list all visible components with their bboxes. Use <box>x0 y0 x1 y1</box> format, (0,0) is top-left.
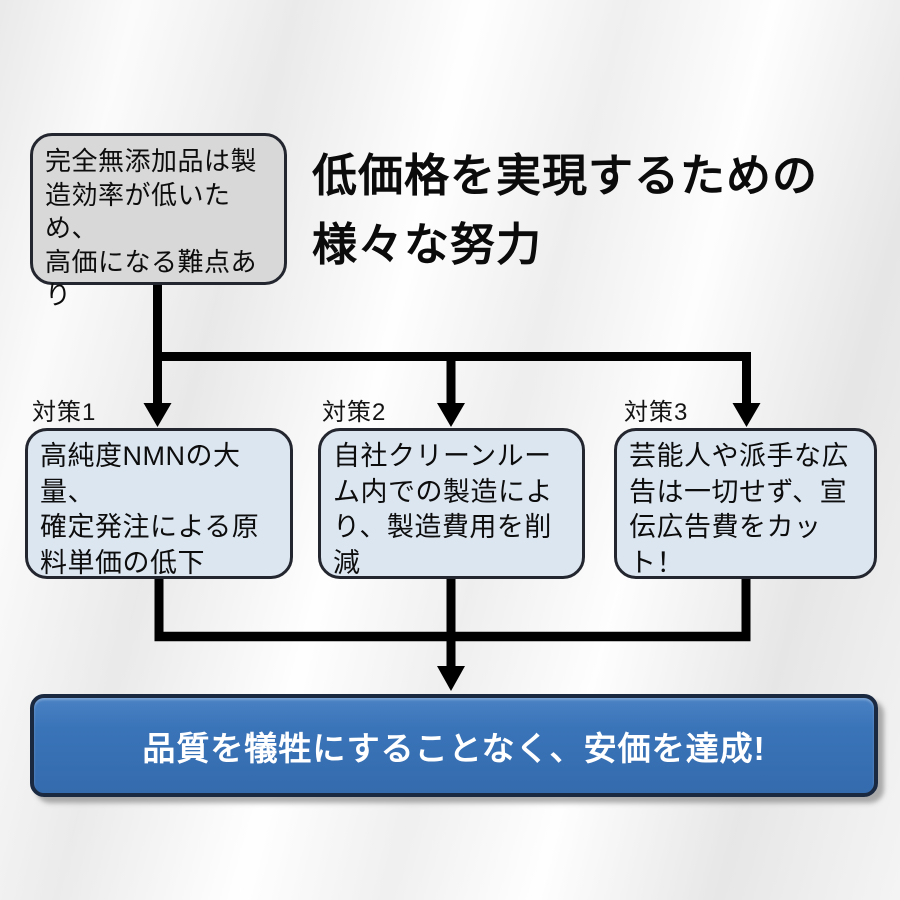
measure-line: 高純度NMNの大量、 <box>40 441 241 507</box>
premise-line: 完全無添加品は製 <box>45 146 258 176</box>
measure-line: 伝広告費をカッ <box>629 512 822 542</box>
page-title-line-2: 様々な努力 <box>312 219 543 270</box>
page-title: 低価格を実現するための 様々な努力 <box>312 141 818 279</box>
arrowhead-icon <box>437 403 465 427</box>
measure-label-1: 対策1 <box>32 399 97 426</box>
measure-box-2: 自社クリーンルー ム内での製造によ り、製造費用を削 減 <box>318 428 585 579</box>
arrowhead-icon <box>437 666 465 691</box>
measure-box-1: 高純度NMNの大量、 確定発注による原 料単価の低下 <box>25 428 293 579</box>
measure-line: 芸能人や派手な広 <box>629 441 849 471</box>
measure-line: 確定発注による原 <box>40 512 260 542</box>
measure-line: り、製造費用を削 <box>333 512 552 542</box>
result-banner-text: 品質を犠牲にすることなく、安価を達成! <box>142 729 766 767</box>
measure-label-2: 対策2 <box>322 399 387 426</box>
page-title-line-1: 低価格を実現するための <box>312 150 819 201</box>
premise-line: り <box>45 280 72 310</box>
premise-line: 造効率が低いため、 <box>45 179 231 244</box>
arrowhead-icon <box>732 403 761 427</box>
measure-line: ト！ <box>629 547 684 578</box>
arrowhead-icon <box>143 403 172 427</box>
measure-line: 減 <box>333 547 361 578</box>
measure-line: ム内での製造によ <box>333 476 553 507</box>
measure-box-3: 芸能人や派手な広 告は一切せず、宣 伝広告費をカッ ト！ <box>614 428 877 579</box>
result-banner: 品質を犠牲にすることなく、安価を達成! <box>30 694 878 797</box>
measure-label-3: 対策3 <box>624 399 689 426</box>
measure-line: 告は一切せず、宣 <box>629 476 848 507</box>
measure-line: 自社クリーンルー <box>333 441 552 471</box>
premise-line: 高価になる難点あ <box>45 246 258 277</box>
premise-box: 完全無添加品は製 造効率が低いため、 高価になる難点あ り <box>30 133 287 310</box>
measure-line: 料単価の低下 <box>40 547 205 578</box>
